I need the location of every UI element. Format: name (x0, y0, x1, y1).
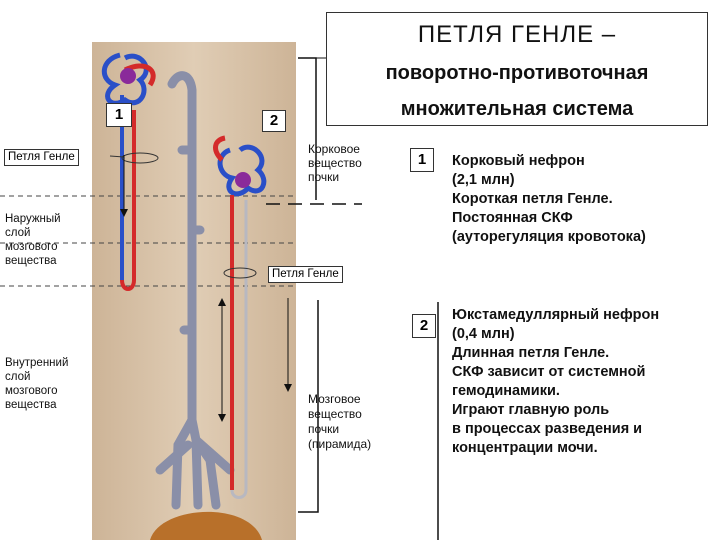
loop-marker-center (223, 267, 257, 279)
desc2-number-box: 2 (412, 314, 436, 338)
title-main: ПЕТЛЯ ГЕНЛЕ – (417, 21, 617, 48)
desc1-number-box: 1 (410, 148, 434, 172)
title-sub-line1: поворотно-противоточная (385, 62, 649, 84)
juxta-loop-ascending (230, 200, 248, 499)
nephron2-number: 2 (269, 112, 279, 129)
cortical-loop-ascending (120, 110, 136, 291)
juxta-tubule (213, 135, 226, 162)
title-sub-line2: множительная система (400, 98, 634, 120)
juxtamedullary-nephron (213, 135, 267, 499)
renal-papilla (150, 511, 262, 540)
cortical-description: Корковый нефрон (2,1 млн) Короткая петля… (452, 153, 646, 245)
juxtamedullary-description: Юкстамедуллярный нефрон (0,4 млн) Длинна… (452, 307, 660, 456)
arrowhead-cortical (120, 209, 128, 217)
loop-label-center: Петля Генле (268, 266, 343, 283)
desc1-number: 1 (417, 151, 427, 168)
cortical-glomerulus (120, 68, 136, 84)
inner-medulla-label: Внутренний слой мозгового вещества (5, 357, 69, 411)
cortex-label: Корковое вещество почки (308, 142, 362, 184)
arrowhead-juxta-bottom (218, 414, 226, 422)
loop-pointer-left (109, 155, 125, 158)
title-box: ПЕТЛЯ ГЕНЛЕ – поворотно-противоточная мн… (326, 12, 708, 126)
loop-label-left: Петля Генле (4, 149, 79, 166)
loop-marker-left (121, 152, 159, 164)
nephron2-number-box: 2 (262, 110, 286, 132)
collecting-duct (155, 71, 235, 510)
bracket-medulla (298, 300, 319, 513)
nephron1-number-box: 1 (106, 103, 132, 127)
nephron1-number: 1 (114, 106, 124, 123)
cortical-tubule (123, 63, 156, 87)
cortical-glomerulus-vessels (101, 52, 149, 106)
arrowhead-juxta-top (218, 298, 226, 306)
juxta-glomerulus (235, 172, 251, 188)
desc2-number: 2 (419, 317, 429, 334)
juxta-glomerulus-vessels (217, 144, 267, 197)
medulla-label: Мозговое вещество почки (пирамида) (308, 392, 372, 451)
arrowhead-inner-bottom (284, 384, 292, 392)
outer-medulla-label: Наружный слой мозгового вещества (5, 213, 61, 267)
